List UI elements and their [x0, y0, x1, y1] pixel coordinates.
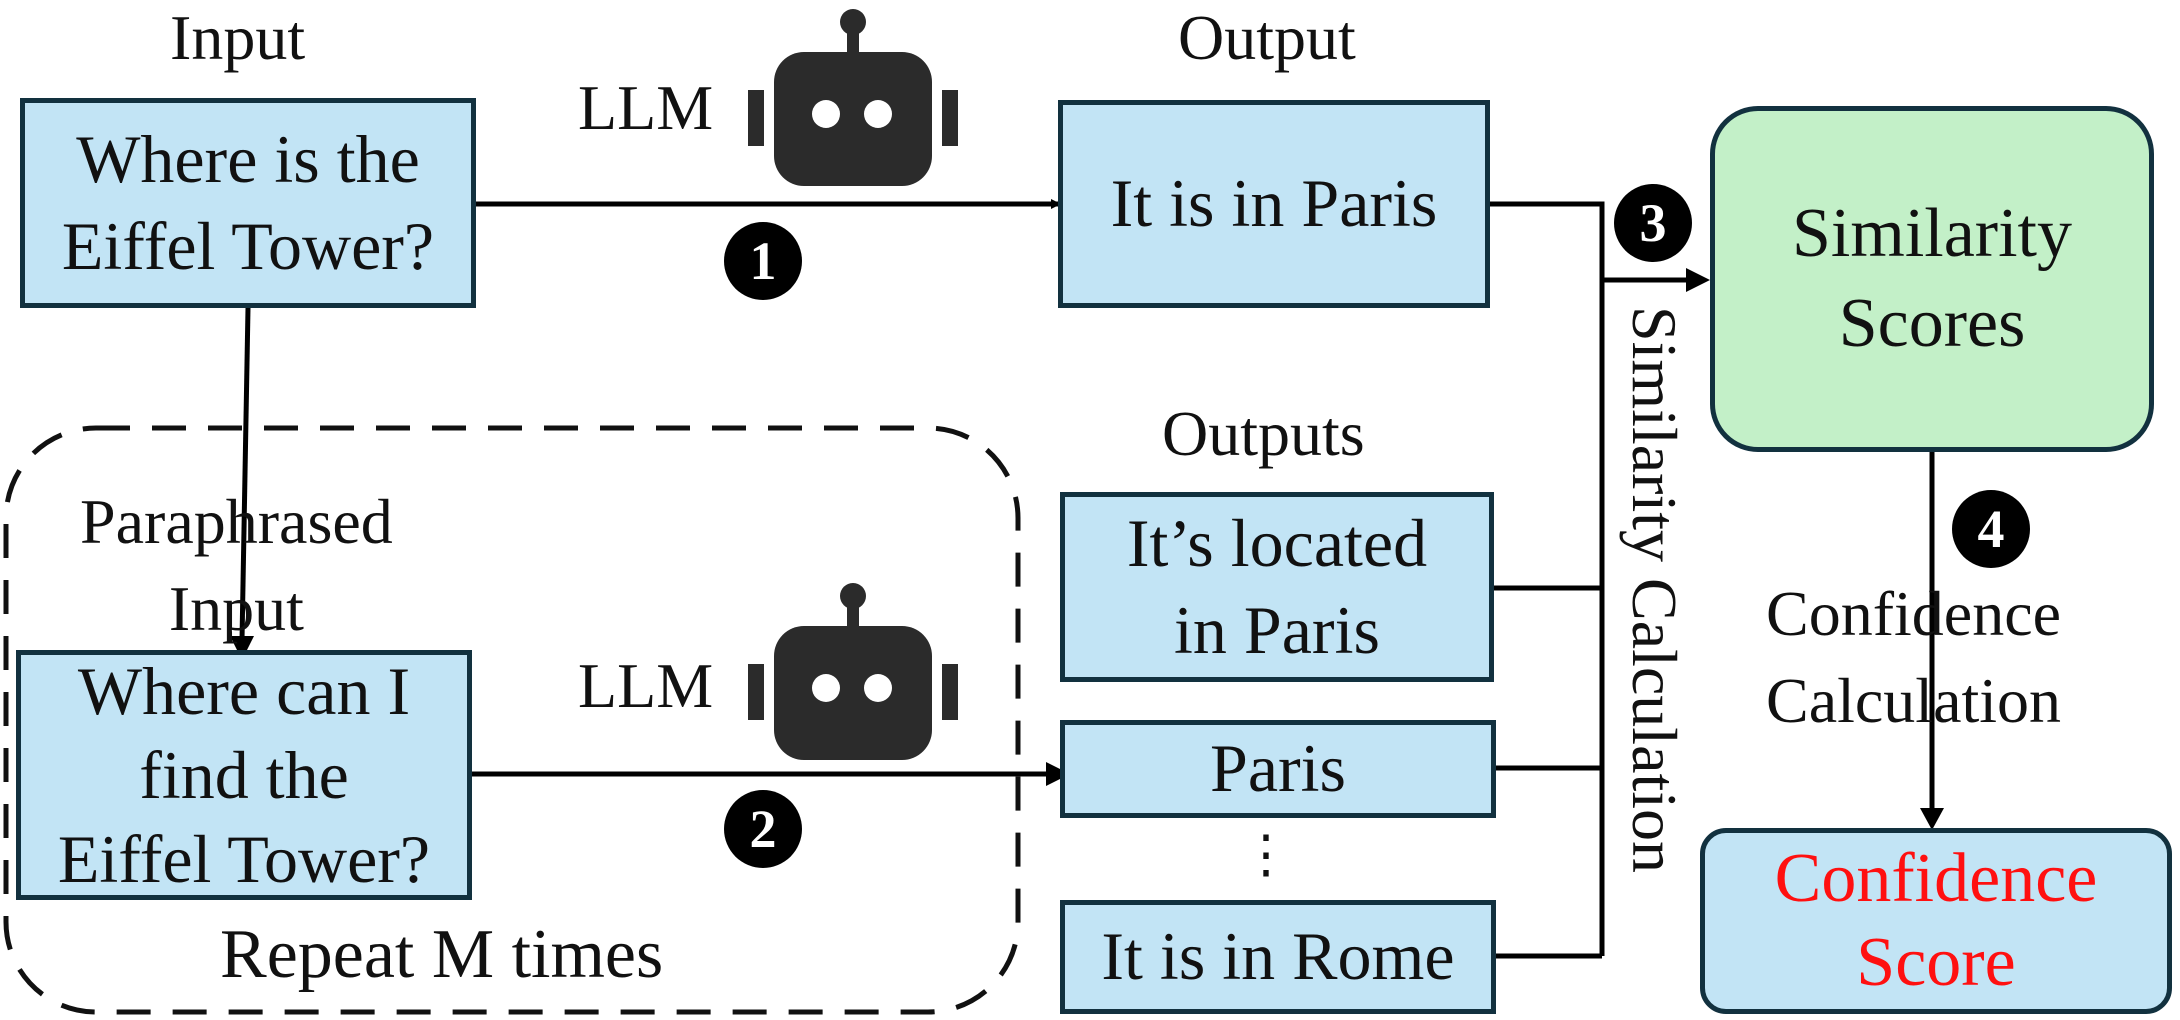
- input-label: Input: [170, 2, 306, 73]
- robot-icon: [748, 583, 958, 760]
- step-3-badge: 3: [1614, 184, 1692, 262]
- output-box-m: It is in Rome: [1060, 900, 1496, 1014]
- similarity-scores-box: Similarity Scores: [1710, 106, 2154, 452]
- arrowhead-step-4: [1920, 808, 1944, 830]
- arrow-input-to-paraphrase: [239, 307, 251, 641]
- repeat-region: [3, 425, 1021, 1015]
- confidence-calculation-label: Confidence Calculation: [1766, 578, 2062, 737]
- llm-label-top: LLM: [578, 72, 714, 143]
- outputs-label: Outputs: [1162, 398, 1365, 469]
- repeat-label: Repeat M times: [220, 916, 664, 993]
- ellipsis: ⋮: [1240, 827, 1292, 884]
- arrowhead-paraphrase: [230, 636, 254, 660]
- output-main-box: It is in Paris: [1058, 100, 1490, 308]
- output-box-2: Paris: [1060, 720, 1496, 818]
- similarity-calculation-label: Similarity Calculation: [1619, 306, 1690, 874]
- llm-label-bottom: LLM: [578, 650, 714, 721]
- similarity-bus: [1490, 201, 1690, 959]
- arrowhead-step-2: [1046, 762, 1070, 786]
- confidence-score-box: Confidence Score: [1700, 828, 2172, 1014]
- step-2-badge: 2: [724, 790, 802, 868]
- step-4-badge: 4: [1952, 490, 2030, 568]
- paraphrased-input-label: Paraphrased Input: [80, 486, 393, 645]
- step-1-badge: 1: [724, 222, 802, 300]
- arrowhead-step-3: [1686, 268, 1710, 292]
- output-label: Output: [1178, 2, 1356, 73]
- paraphrased-question-box: Where can I find the Eiffel Tower?: [16, 650, 472, 900]
- input-question-box: Where is the Eiffel Tower?: [20, 98, 476, 308]
- robot-icon: [748, 9, 958, 186]
- output-box-1: It’s located in Paris: [1060, 492, 1494, 682]
